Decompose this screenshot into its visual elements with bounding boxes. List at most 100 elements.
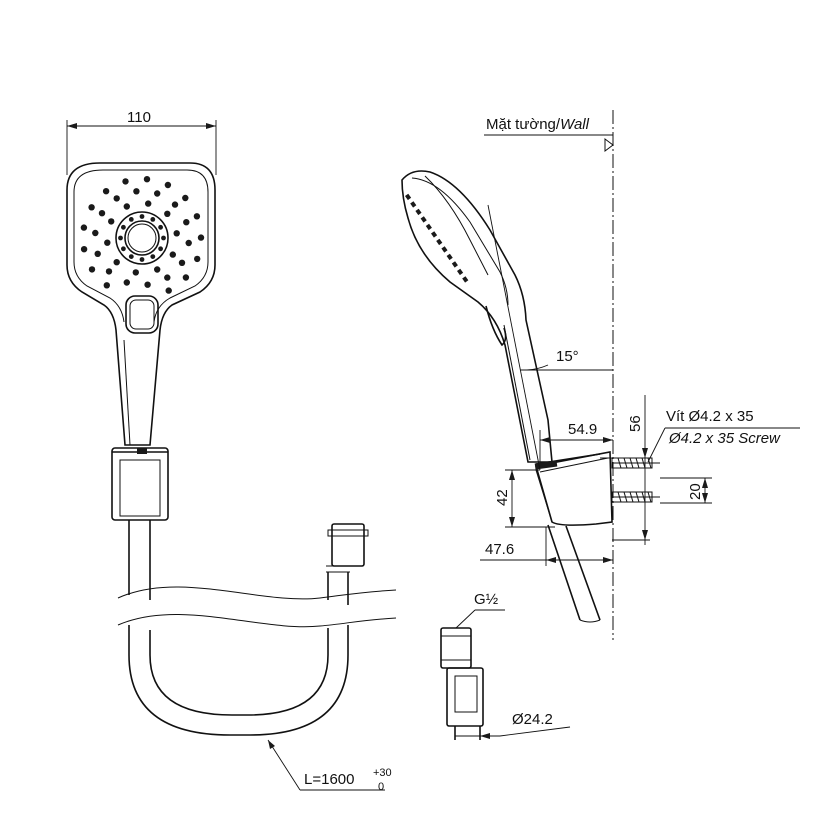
spray-hole [132, 269, 139, 276]
ring-hole [128, 254, 134, 259]
spray-hole [108, 218, 115, 225]
ring-hole [128, 217, 134, 222]
spray-hole [102, 188, 110, 195]
hose-length-callout: L=1600 +30 0 [267, 739, 392, 793]
spray-holes [80, 176, 205, 294]
spray-mode-button [125, 295, 159, 334]
nozzle-tooth [415, 208, 422, 216]
spray-hole [178, 259, 186, 266]
ring-hole [150, 254, 156, 259]
hose-connector: Ø24.2 G½ [440, 591, 571, 740]
spray-hole [98, 210, 106, 217]
nozzle-tooth [431, 231, 438, 238]
shower-hose [117, 520, 397, 736]
dim-47-6: 47.6 [480, 527, 613, 566]
dim-54-9-label: 54.9 [568, 421, 597, 438]
width-label: 110 [127, 109, 151, 126]
spray-hole [197, 234, 205, 241]
dim-56: 56 [600, 395, 650, 545]
nozzle-tooth [425, 223, 432, 231]
nozzle-face [405, 193, 469, 283]
ring-hole [139, 214, 145, 219]
spray-hole [144, 281, 151, 288]
ring-hole [139, 257, 145, 262]
spray-hole [183, 219, 190, 226]
spray-hole [185, 239, 192, 247]
width-dimension: 110 [66, 109, 217, 175]
spray-centre-ring [115, 211, 169, 265]
nozzle-tooth [410, 201, 417, 208]
spray-hole [113, 259, 120, 266]
spray-hole [154, 266, 161, 273]
nozzle-tooth [456, 268, 464, 276]
nozzle-tooth [405, 193, 412, 201]
spray-hole [169, 251, 176, 258]
ring-hole [158, 246, 164, 252]
hand-shower-front [66, 162, 216, 446]
ring-hole [158, 224, 164, 230]
spray-hole [143, 176, 151, 183]
spray-hole [165, 287, 172, 294]
ring-hole [161, 235, 166, 241]
hose-end-nut [326, 523, 369, 573]
nozzle-tooth [436, 238, 443, 246]
dim-47-6-label: 47.6 [485, 541, 514, 558]
nozzle-tooth [441, 246, 448, 253]
tolerance-plus: +30 [373, 767, 392, 779]
dim-20-label: 20 [687, 483, 704, 500]
wall-line: Mặt tường/Wall [484, 110, 614, 640]
dim-42-label: 42 [494, 489, 511, 506]
spray-hole [103, 282, 111, 289]
dim-42: 42 [494, 469, 555, 528]
wall-holder-front [111, 447, 169, 521]
connector-diameter-label: Ø24.2 [512, 711, 553, 728]
spray-hole [123, 203, 130, 210]
nozzle-tooth [451, 261, 458, 268]
wall-label-en: Wall [560, 116, 590, 133]
spray-hole [193, 213, 201, 220]
dim-56-label: 56 [627, 415, 644, 432]
spray-hole [88, 204, 95, 211]
spray-hole [182, 194, 189, 202]
spray-hole [122, 178, 129, 185]
screw-callout: Vít Ø4.2 x 35 Ø4.2 x 35 Screw [647, 408, 800, 463]
spray-hole [80, 224, 88, 231]
screw-label-vn: Vít Ø4.2 x 35 [666, 408, 754, 425]
nozzle-tooth [420, 216, 427, 223]
ring-hole [150, 217, 156, 222]
ring-hole [121, 224, 126, 230]
nozzle-tooth [446, 253, 453, 261]
screw-label-en: Ø4.2 x 35 Screw [668, 430, 781, 447]
spray-hole [80, 246, 88, 253]
spray-hole [104, 239, 111, 246]
svg-text:Mặt tường/Wall: Mặt tường/Wall [486, 116, 590, 133]
nozzle-tooth [462, 276, 469, 283]
wall-holder-side [534, 451, 613, 526]
spray-hole [105, 268, 113, 275]
hose-length-label: L=1600 [304, 771, 354, 788]
wall-screws [611, 457, 660, 503]
tolerance-minus: 0 [378, 781, 384, 793]
spray-hole [94, 250, 101, 257]
dim-54-9: 54.9 [539, 421, 613, 462]
dim-20: 20 [660, 477, 712, 504]
spray-hole [182, 274, 190, 281]
spray-hole [154, 190, 161, 197]
spray-hole [145, 200, 152, 207]
spray-hole [164, 181, 172, 189]
wall-label-vn: Mặt tường/ [486, 116, 561, 133]
spray-hole [171, 201, 179, 208]
spray-hole [164, 210, 171, 217]
spray-hole [123, 279, 130, 286]
spray-hole [92, 229, 99, 237]
spray-hole [173, 230, 180, 237]
spray-hole [113, 195, 120, 202]
shower-head-outline [66, 162, 216, 446]
ring-hole [118, 235, 123, 241]
spray-hole [133, 188, 140, 195]
connector-thread-label: G½ [474, 591, 499, 608]
ring-hole [121, 246, 126, 252]
spray-hole [164, 274, 171, 281]
spray-hole [88, 266, 96, 273]
